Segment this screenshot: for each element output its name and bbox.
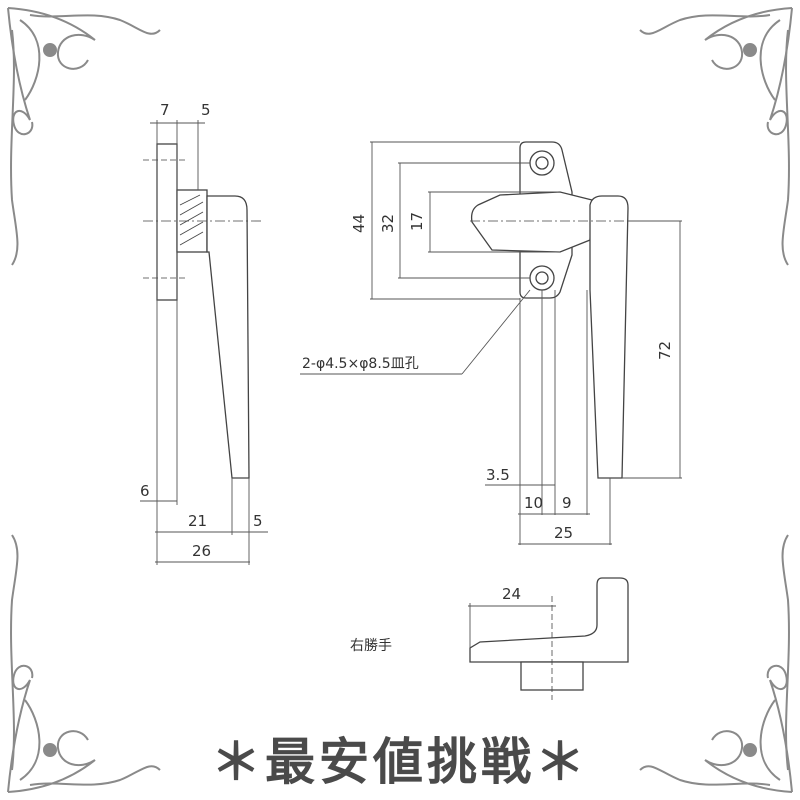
dim-front-25: 25 xyxy=(554,524,573,542)
dim-front-17: 17 xyxy=(408,212,426,231)
side-view xyxy=(143,143,262,479)
dim-side-7: 7 xyxy=(160,101,170,119)
side-dimensions xyxy=(140,120,268,565)
dim-front-3-5: 3.5 xyxy=(486,466,510,484)
side-hub-hatch xyxy=(179,194,204,246)
corner-ornament-top-right xyxy=(639,7,793,266)
dim-side-5-top: 5 xyxy=(201,101,211,119)
side-base-plate xyxy=(156,143,178,301)
dim-front-72: 72 xyxy=(656,341,674,360)
front-cam xyxy=(470,191,593,253)
corner-ornament-top-left xyxy=(7,7,161,266)
bottom-view xyxy=(469,577,629,700)
handedness-label: 右勝手 xyxy=(350,638,392,654)
dim-bottom-24: 24 xyxy=(502,585,521,603)
front-dimensions xyxy=(300,141,682,545)
dim-front-32: 32 xyxy=(379,214,397,233)
dim-front-9: 9 xyxy=(562,494,572,512)
dim-side-5-tip: 5 xyxy=(253,512,263,530)
corner-ornament-bottom-right xyxy=(639,534,793,793)
screw-hole-top-inner xyxy=(535,156,549,170)
side-lever xyxy=(206,195,250,479)
dim-side-6: 6 xyxy=(140,482,150,500)
front-view xyxy=(470,141,680,479)
dim-side-26: 26 xyxy=(192,542,211,560)
dim-front-44: 44 xyxy=(350,214,368,233)
front-lever xyxy=(589,195,629,479)
promo-banner: ＊最安値挑戦＊ xyxy=(211,733,589,791)
bottom-lever-body xyxy=(469,577,629,663)
bottom-dimensions xyxy=(468,603,556,648)
dim-side-21: 21 xyxy=(188,512,207,530)
screw-hole-bottom-inner xyxy=(535,271,549,285)
hole-callout: 2-φ4.5×φ8.5皿孔 xyxy=(302,356,419,372)
corner-ornament-bottom-left xyxy=(7,534,161,793)
bottom-hub xyxy=(520,661,584,691)
dim-front-10: 10 xyxy=(524,494,543,512)
